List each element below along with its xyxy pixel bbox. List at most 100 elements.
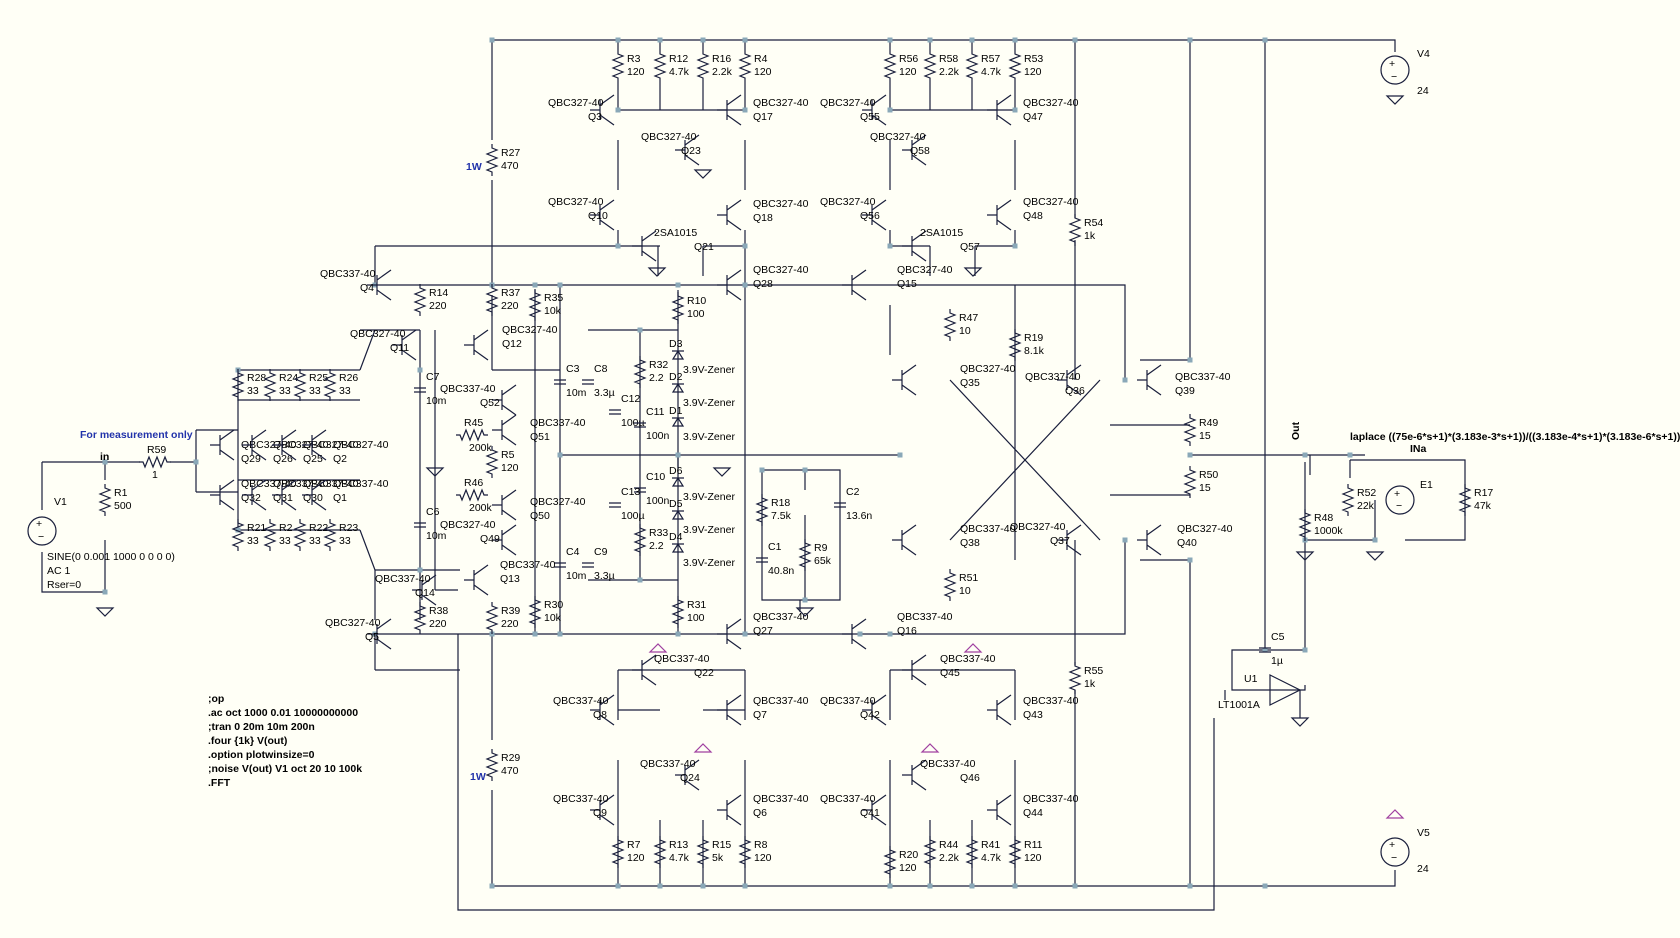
source-v4[interactable]: +− V4 24 [1380,48,1430,97]
zener-d1[interactable]: D13.9V-Zener [669,405,735,443]
zener-d4[interactable]: D43.9V-Zener [669,531,735,569]
source-v5[interactable]: +− V5 24 [1380,827,1430,875]
zener-d5[interactable]: D53.9V-Zener [669,498,735,536]
capacitor-c8[interactable]: C83.3µ [582,363,615,399]
zener-d2[interactable]: D23.9V-Zener [669,371,735,409]
opamp-u1[interactable]: U1 LT1001A [1218,673,1302,711]
capacitor-c9[interactable]: C93.3µ [582,546,615,582]
source-e1[interactable]: +− E1 [1385,479,1433,515]
source-v1[interactable]: +− V1 SINE(0 0.001 1000 0 0 0 0) AC 1 Rs… [27,496,175,591]
zener-d3[interactable]: D33.9V-Zener [669,338,735,376]
